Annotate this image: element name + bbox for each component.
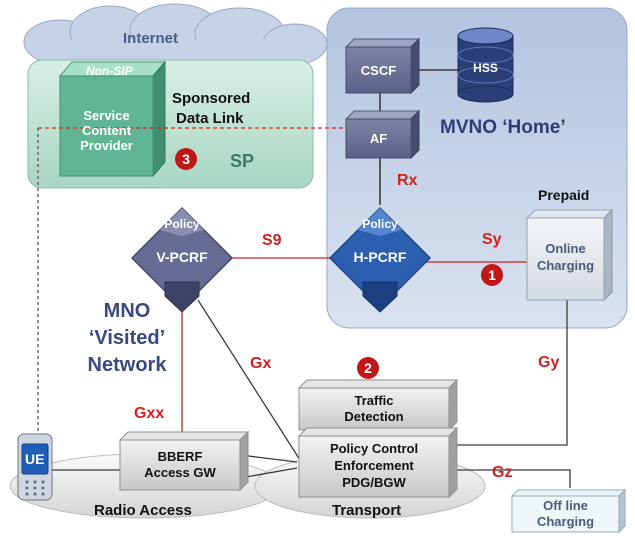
hpcrf-diamond [328,206,432,313]
sp-label: SP [230,151,255,171]
hss-cylinder [457,27,514,103]
radio-access-label: Radio Access [94,502,192,519]
prepaid-label: Prepaid [538,187,590,203]
cscf-box-shape [344,37,421,95]
step-badge-1: 1 [481,264,503,286]
link-bberf-pcef [239,454,298,463]
pcef-label: Policy Control Enforcement PDG/BGW [299,440,449,491]
transport-label: Transport [332,502,402,519]
mvno-home-label: MVNO ‘Home’ [440,117,566,138]
traffic-detection-line1: Traffic [354,393,394,408]
link-gx [197,299,301,461]
step-badge-2: 2 [357,357,379,379]
traffic-detection-line2: Detection [344,409,404,424]
offline-charging-label: Off line Charging [512,498,619,530]
sponsored-label: Sponsored Data Link [172,89,250,129]
visited-line3: Network [87,354,167,376]
internet-cloud [23,3,328,65]
bberf-shape [118,430,250,492]
vpcrf-label: V-PCRF [156,249,208,265]
link-gy [455,300,568,446]
visited-network-label: MNO ‘Visited’ Network [72,298,182,379]
online-charging-shape [525,208,614,302]
hpcrf-label: H-PCRF [353,249,407,265]
bberf-line1: BBERF [157,449,203,464]
rx-label: Rx [397,172,418,189]
pcef-line2: Enforcement [334,458,414,473]
internet-label: Internet [123,30,179,47]
online-charging-line2: Charging [536,258,595,273]
content-provider-label: Service Content Provider [60,108,153,153]
link-gz [455,469,571,488]
cscf-label: CSCF [360,63,397,78]
link-transport-radio [239,467,298,479]
hss-label: HSS [473,61,498,75]
visited-line1: MNO [103,300,151,322]
online-charging-line1: Online [545,241,586,256]
sponsored-line2: Data Link [176,110,244,127]
offline-charging-shape [510,488,627,534]
hpcrf-policy-tag: Policy [362,217,398,231]
vpcrf-diamond [130,206,234,313]
content-provider-line2: Content [81,123,132,138]
ue-phone-icon [17,433,53,501]
pcef-shape [297,426,459,499]
content-provider-line3: Provider [80,138,133,153]
offline-charging-line2: Charging [536,514,595,529]
gx-label: Gx [250,355,272,372]
gxx-label: Gxx [134,405,165,422]
bberf-line2: Access GW [144,465,216,480]
online-charging-label: Online Charging [527,240,604,274]
gy-label: Gy [538,354,560,371]
s9-label: S9 [262,232,282,249]
visited-line2: ‘Visited’ [88,327,166,349]
af-label: AF [369,131,388,146]
traffic-detection-shape [297,378,459,432]
offline-charging-line1: Off line [543,498,588,513]
step-badge-3: 3 [175,148,197,170]
ue-label: UE [25,451,45,467]
pcef-line1: Policy Control [329,441,419,456]
pcef-line3: PDG/BGW [342,475,406,490]
gz-label: Gz [492,464,513,481]
links [37,69,571,488]
sponsored-line1: Sponsored [172,90,251,107]
sy-label: Sy [482,231,502,248]
non-sip-tag: Non-SIP [86,64,133,78]
content-provider-line1: Service [83,108,130,123]
traffic-detection-label: Traffic Detection [299,393,449,425]
af-box-shape [344,109,421,160]
content-provider-cube [58,60,167,178]
bberf-label: BBERF Access GW [120,449,240,481]
vpcrf-policy-tag: Policy [164,217,200,231]
